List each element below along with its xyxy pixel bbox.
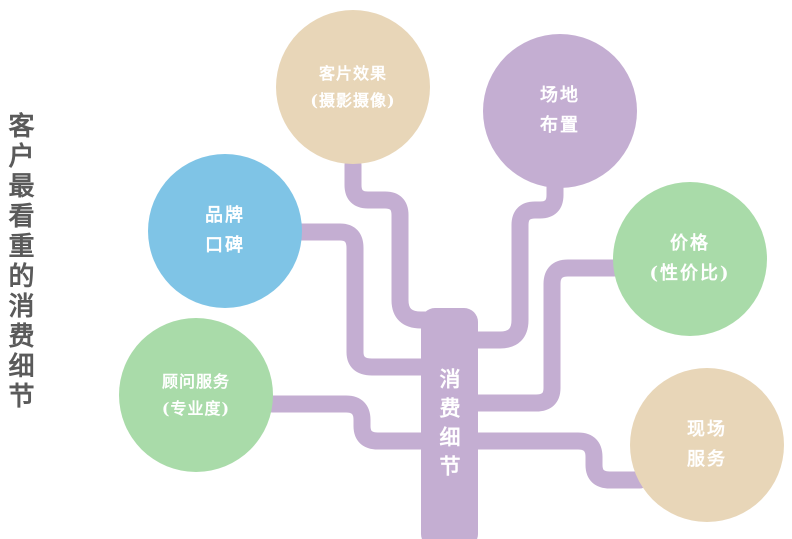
node-brand-reputation: 品牌 口碑 — [148, 154, 302, 308]
branch-brand-reputation — [291, 223, 439, 376]
branch-consultant-service — [263, 395, 439, 450]
trunk-label: 消费细节 — [437, 368, 462, 484]
node-customer-effect: 客片效果 (摄影摄像) — [276, 10, 430, 164]
node-consultant-service-line2: (专业度) — [161, 399, 231, 418]
node-brand-reputation-line2: 口碑 — [205, 235, 245, 256]
branch-price — [469, 259, 624, 412]
trunk — [421, 308, 478, 539]
node-onsite-service-line2: 服务 — [687, 449, 727, 470]
node-consultant-service: 顾问服务 (专业度) — [119, 318, 273, 472]
node-onsite-service-line1: 现场 — [687, 419, 727, 440]
node-customer-effect-line1: 客片效果 — [318, 64, 387, 83]
branch-venue-setup — [469, 176, 564, 349]
node-customer-effect-line2: (摄影摄像) — [310, 91, 396, 110]
branch-customer-effect — [344, 156, 439, 329]
node-brand-reputation-line1: 品牌 — [205, 205, 245, 226]
node-price: 价格 (性价比) — [613, 182, 767, 336]
node-price-line2: (性价比) — [649, 263, 731, 284]
side-title: 客户最看重的消费细节 — [4, 112, 34, 412]
node-venue-setup-line2: 布置 — [540, 115, 580, 136]
node-onsite-service: 现场 服务 — [630, 368, 784, 522]
branch-onsite-service — [469, 432, 649, 489]
node-venue-setup-line1: 场地 — [540, 85, 580, 106]
node-consultant-service-line1: 顾问服务 — [161, 372, 230, 391]
node-price-line1: 价格 — [670, 233, 710, 254]
node-venue-setup: 场地 布置 — [483, 34, 637, 188]
